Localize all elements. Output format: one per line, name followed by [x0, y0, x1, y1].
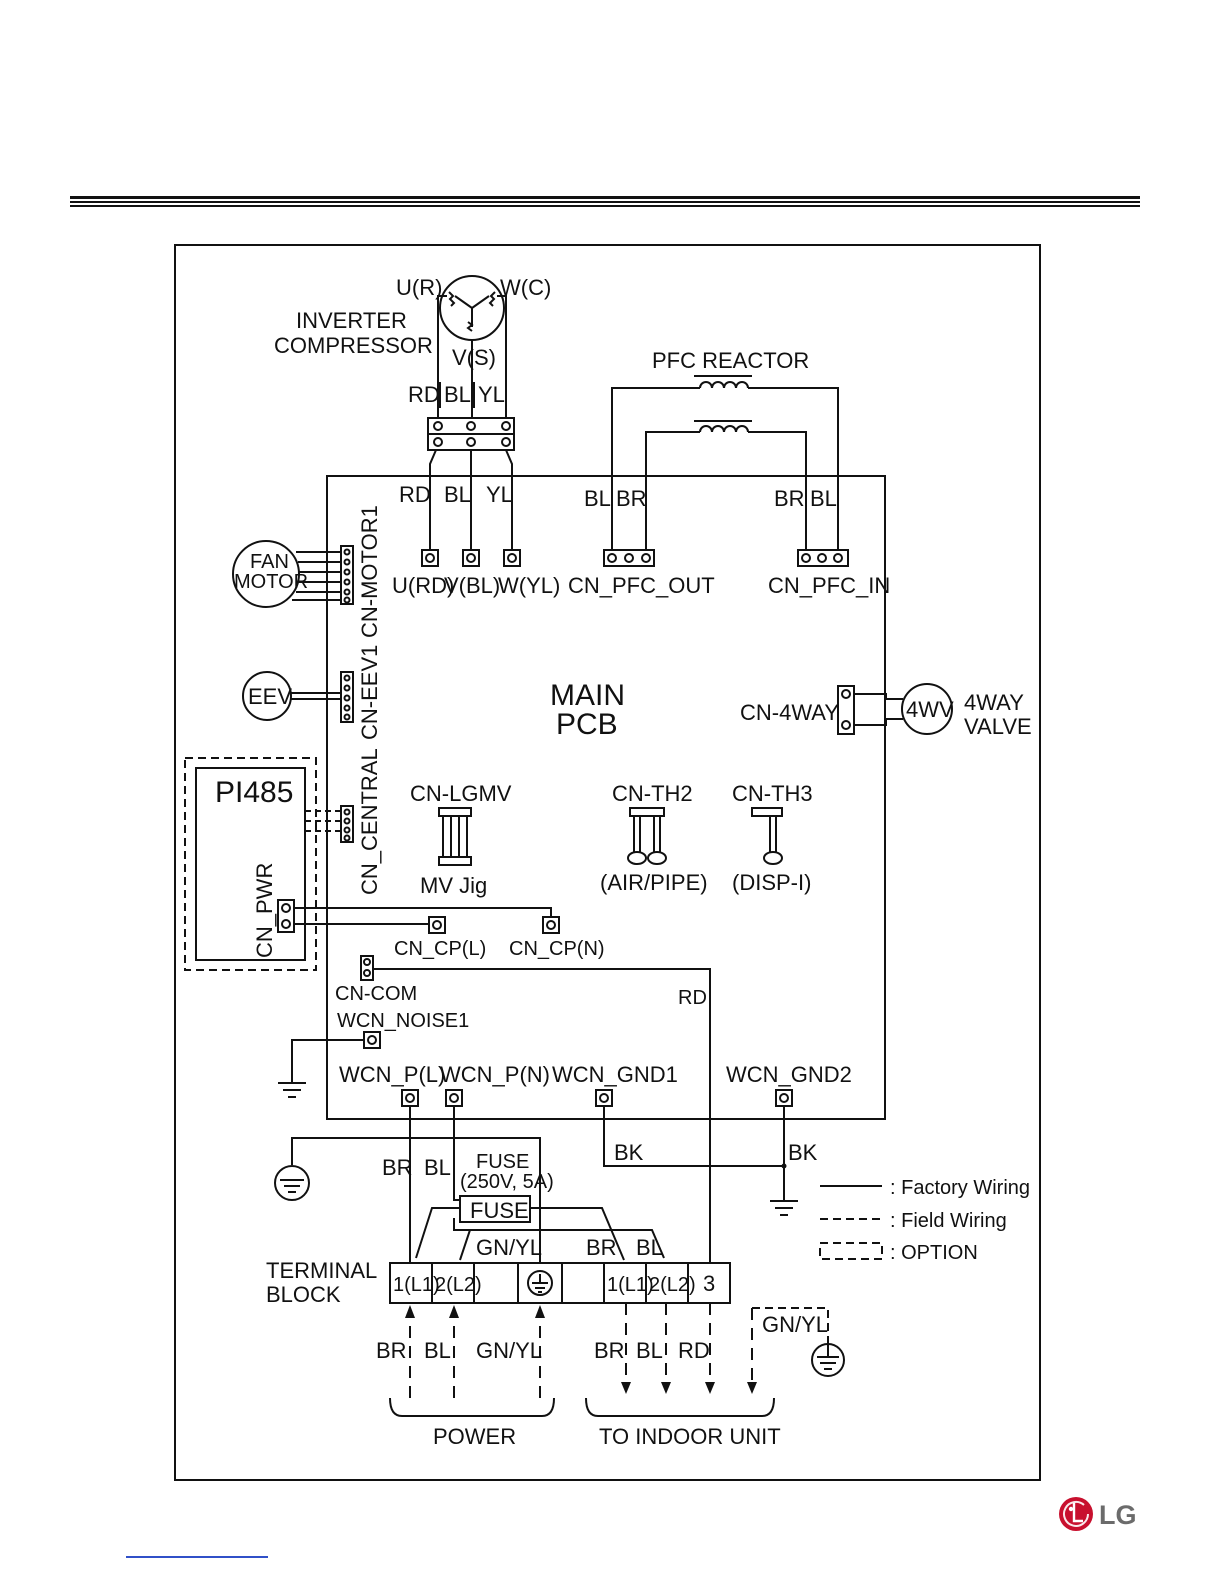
terminal-block-label-line2: BLOCK — [266, 1282, 341, 1307]
bk-label-2: BK — [788, 1140, 818, 1165]
pi485-label: PI485 — [215, 776, 293, 809]
bl-top-label: BL — [636, 1235, 663, 1260]
fan-motor-label-line2: MOTOR — [234, 571, 308, 593]
pfc-reactor: PFC REACTOR — [611, 348, 839, 550]
power-label: POWER — [433, 1424, 516, 1449]
tb-terminal-1l1: 1(L1) — [393, 1274, 440, 1296]
compressor-wire-bl: BL — [444, 382, 471, 407]
compressor-label-line2: COMPRESSOR — [274, 333, 433, 358]
ground-noise — [278, 1039, 364, 1098]
tb-terminal-2l2-indoor: 2(L2) — [649, 1274, 696, 1296]
v-bl-label: V(BL) — [444, 573, 500, 598]
tb-terminal-3: 3 — [703, 1271, 715, 1296]
four-way-label-line2: VALVE — [964, 714, 1032, 739]
four-way-symbol: 4WV — [906, 697, 954, 722]
power-bl-label: BL — [424, 1338, 451, 1363]
legend-factory-wiring: : Factory Wiring — [890, 1177, 1030, 1199]
cn-cp-l-label: CN_CP(L) — [394, 938, 486, 960]
eev-label: EEV — [248, 684, 292, 709]
cn-motor1-label: CN-MOTOR1 — [357, 505, 382, 638]
inverter-compressor: U(R) W(C) V(S) INVERTER COMPRESSOR RD BL… — [274, 275, 551, 550]
cn-th2-label: CN-TH2 — [612, 781, 693, 806]
wcn-gnd2-label: WCN_GND2 — [726, 1062, 852, 1087]
legend-option: : OPTION — [890, 1242, 978, 1264]
phase-v-label: V(S) — [452, 345, 496, 370]
cn-lgmv-label: CN-LGMV — [410, 781, 512, 806]
terminal-block — [389, 1262, 731, 1304]
br-wire-label: BR — [382, 1155, 413, 1180]
power-gnyl-label: GN/YL — [476, 1338, 542, 1363]
lg-logo-text: LG — [1099, 1500, 1137, 1530]
bk-label-1: BK — [614, 1140, 644, 1165]
disp-i-label: (DISP-I) — [732, 870, 811, 895]
eev: EEV — [242, 671, 341, 721]
power-br-label: BR — [376, 1338, 407, 1363]
cn-cp-n-label: CN_CP(N) — [509, 938, 605, 960]
main-pcb-label-line1: MAIN — [550, 679, 625, 712]
main-pcb-label-line2: PCB — [556, 708, 618, 741]
pfc-reactor-label: PFC REACTOR — [652, 348, 809, 373]
pcb-wire-yl: YL — [486, 482, 513, 507]
compressor-label-line1: INVERTER — [296, 308, 407, 333]
cn-pwr-label: CN_PWR — [252, 863, 277, 958]
w-yl-label: W(YL) — [498, 573, 560, 598]
pfc-in-wire-bl: BL — [810, 486, 837, 511]
br-top-label: BR — [586, 1235, 617, 1260]
fuse-rating-line1: FUSE — [476, 1151, 529, 1173]
tb-terminal-2l2: 2(L2) — [435, 1274, 482, 1296]
pcb-wire-rd: RD — [399, 482, 431, 507]
rd-com-wire-label: RD — [678, 987, 707, 1009]
terminal-block-label-line1: TERMINAL — [266, 1258, 377, 1283]
indoor-rd-label: RD — [678, 1338, 710, 1363]
header-rule — [70, 196, 1140, 207]
lower-wiring: BR BL FUSE (250V, 5A) FUSE GN/YL BR BL B… — [266, 1106, 845, 1449]
u-rd-label: U(RD) — [392, 573, 454, 598]
lg-logo: LG — [1059, 1497, 1137, 1531]
cn-pfc-in-label: CN_PFC_IN — [768, 573, 890, 598]
wcn-gnd1-label: WCN_GND1 — [552, 1062, 678, 1087]
phase-w-label: W(C) — [500, 275, 551, 300]
cn-com-label: CN-COM — [335, 983, 417, 1005]
wcn-p-n-label: WCN_P(N) — [440, 1062, 550, 1087]
gnyl-top-label: GN/YL — [476, 1235, 542, 1260]
indoor-br-label: BR — [594, 1338, 625, 1363]
cn-4way-label: CN-4WAY — [740, 700, 839, 725]
four-way-label-line1: 4WAY — [964, 690, 1024, 715]
four-way-valve: 4WV 4WAY VALVE — [854, 683, 1032, 739]
tb-terminal-1l1-indoor: 1(L1) — [607, 1274, 654, 1296]
footer-link-underline[interactable] — [126, 1556, 268, 1558]
pcb-wire-bl: BL — [444, 482, 471, 507]
cn-pfc-out-label: CN_PFC_OUT — [568, 573, 715, 598]
fuse-rating-line2: (250V, 5A) — [460, 1171, 554, 1193]
pi485-option: PI485 CN_PWR — [184, 757, 552, 971]
compressor-wire-yl: YL — [478, 382, 505, 407]
bl-wire-label: BL — [424, 1155, 451, 1180]
compressor-wire-rd: RD — [408, 382, 440, 407]
diagram-frame — [174, 244, 1041, 1481]
fan-motor: FAN MOTOR — [232, 540, 341, 608]
wcn-noise1-label: WCN_NOISE1 — [337, 1010, 469, 1032]
field-gnyl-label: GN/YL — [762, 1312, 828, 1337]
fan-motor-label-line1: FAN — [250, 551, 289, 573]
cn-th3-label: CN-TH3 — [732, 781, 813, 806]
legend-field-wiring: : Field Wiring — [890, 1210, 1007, 1232]
air-pipe-label: (AIR/PIPE) — [600, 870, 708, 895]
cn-eev1-label: CN-EEV1 — [357, 645, 382, 740]
cn-central-label: CN_CENTRAL — [357, 748, 382, 895]
fuse-label: FUSE — [470, 1198, 529, 1223]
phase-u-label: U(R) — [396, 275, 442, 300]
pfc-out-wire-bl: BL — [584, 486, 611, 511]
indoor-bl-label: BL — [636, 1338, 663, 1363]
main-pcb: MAIN PCB RD BL YL BL BR BR BL U(RD) V(BL… — [326, 475, 890, 1268]
pfc-out-wire-br: BR — [616, 486, 647, 511]
mv-jig-label: MV Jig — [420, 873, 487, 898]
pfc-in-wire-br: BR — [774, 486, 805, 511]
wcn-p-l-label: WCN_P(L) — [339, 1062, 445, 1087]
legend: : Factory Wiring : Field Wiring : OPTION — [819, 1177, 1030, 1264]
to-indoor-unit-label: TO INDOOR UNIT — [599, 1424, 781, 1449]
